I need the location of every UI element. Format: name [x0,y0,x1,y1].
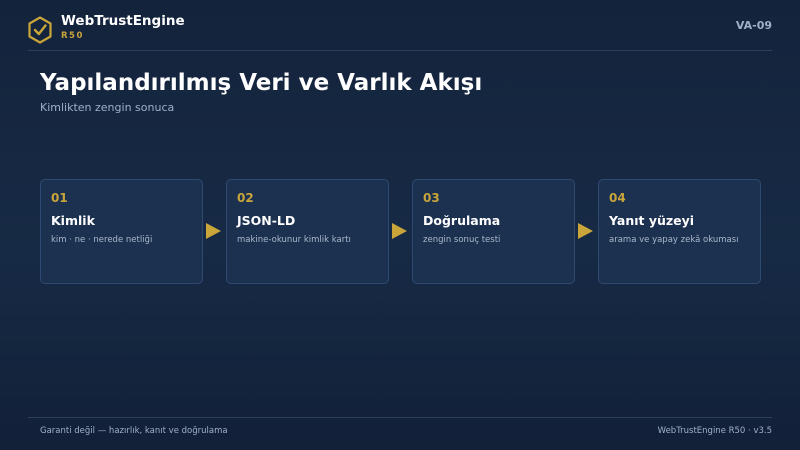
page-title: Yapılandırılmış Veri ve Varlık Akışı [40,70,483,96]
footer: Garanti değil — hazırlık, kanıt ve doğru… [28,417,772,450]
step-number: 03 [423,191,440,205]
step-title: JSON-LD [237,213,296,228]
step-title: Yanıt yüzeyi [609,213,695,228]
step-title: Doğrulama [423,213,501,228]
step-description: makine-okunur kimlik kartı [237,235,351,245]
page-subtitle: Kimlikten zengin sonuca [40,101,175,114]
step-description: kim · ne · nerede netliği [51,235,153,245]
step-card-answer-surface: 04 Yanıt yüzeyi arama ve yapay zekâ okum… [598,179,761,284]
step-number: 01 [51,191,68,205]
flow-arrow-icon [392,223,407,239]
step-number: 02 [237,191,254,205]
flow-arrow-icon [578,223,593,239]
brand-name: WebTrustEngine [61,13,185,29]
step-card-jsonld: 02 JSON-LD makine-okunur kimlik kartı [226,179,389,284]
shield-check-icon [28,16,52,44]
flow-arrow-icon [206,223,221,239]
step-description: arama ve yapay zekâ okuması [609,235,739,245]
step-card-identity: 01 Kimlik kim · ne · nerede netliği [40,179,203,284]
step-number: 04 [609,191,626,205]
brand-release: R50 [61,31,84,41]
footer-version: WebTrustEngine R50 · v3.5 [657,426,772,436]
step-card-validation: 03 Doğrulama zengin sonuç testi [412,179,575,284]
step-title: Kimlik [51,213,95,228]
slide-code: VA-09 [735,19,772,32]
step-description: zengin sonuç testi [423,235,501,245]
header: WebTrustEngine R50 VA-09 [28,0,772,51]
footer-disclaimer: Garanti değil — hazırlık, kanıt ve doğru… [40,426,228,436]
